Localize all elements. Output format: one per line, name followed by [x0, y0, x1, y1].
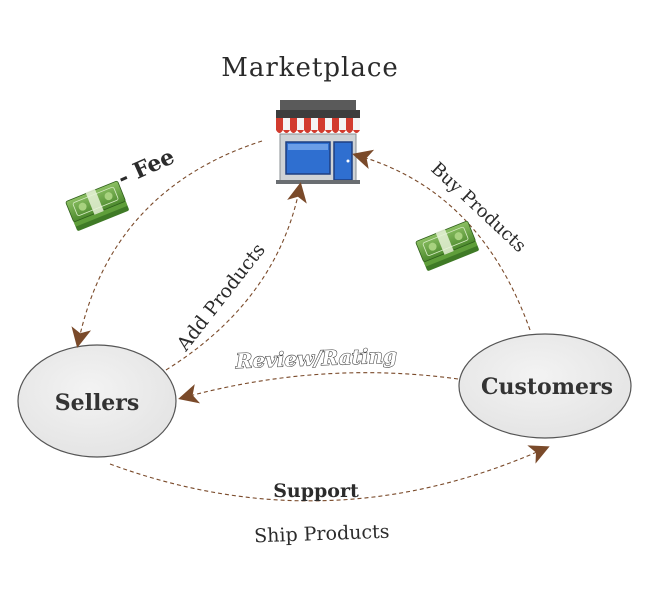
add-products-label: Add Products [172, 239, 270, 356]
buy-products-arrow [352, 149, 531, 331]
review-rating-label: Review/Rating [234, 343, 397, 373]
sellers-label: Sellers [55, 390, 140, 416]
store-icon [276, 100, 360, 184]
money-stack-icon [65, 180, 129, 231]
ship-products-label: Ship Products [254, 521, 390, 548]
customers-label: Customers [481, 374, 613, 400]
fee-label: - Fee [114, 144, 179, 192]
sellers-node: Sellers [17, 344, 177, 458]
fee-arrow [71, 140, 263, 348]
marketplace-title: Marketplace [221, 53, 399, 83]
support-label: Support [273, 480, 359, 502]
customers-node: Customers [458, 333, 632, 439]
money-stack-icon [415, 220, 479, 271]
review-rating-arrow [178, 372, 459, 404]
add-products-arrow [165, 182, 307, 371]
